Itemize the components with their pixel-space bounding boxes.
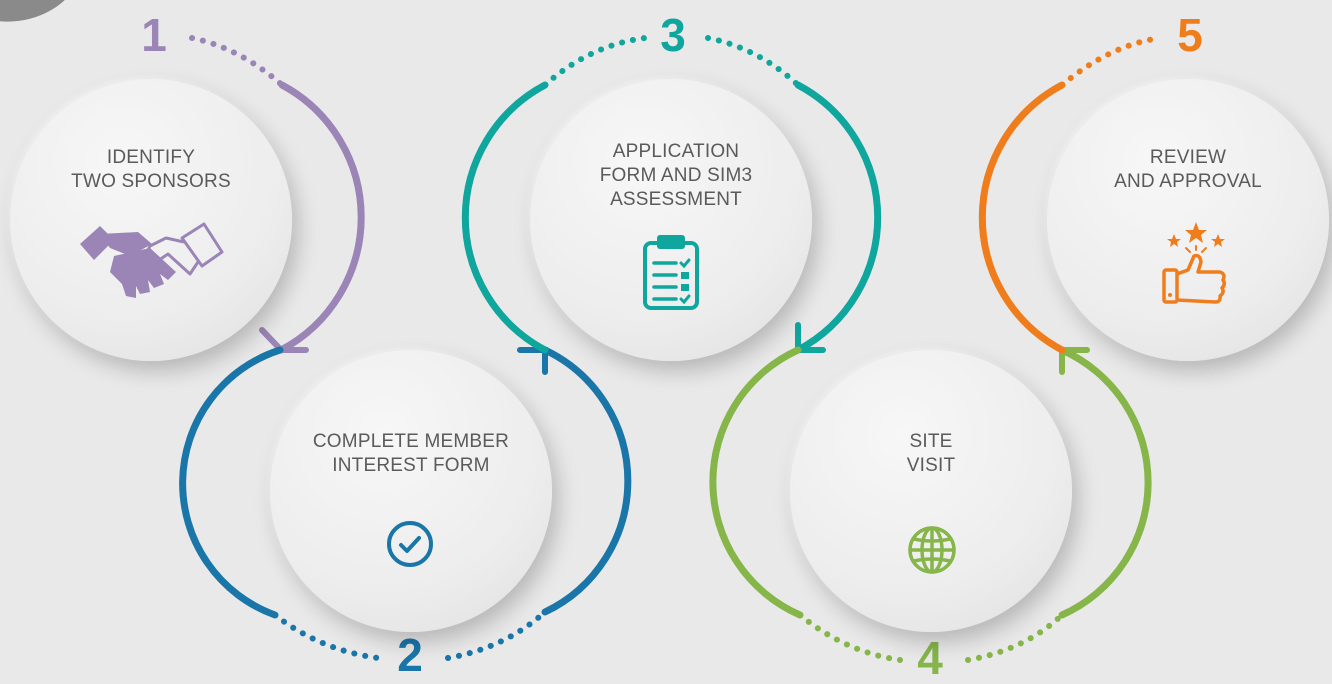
- step-1-line-2: TWO SPONSORS: [71, 171, 231, 192]
- step-circle-2: [270, 350, 552, 632]
- step-3-line-2: FORM AND SIM3: [599, 165, 753, 186]
- step-5-line-2: AND APPROVAL: [1114, 171, 1262, 192]
- arc-step-1: [277, 81, 365, 354]
- dots-step-4-left: [797, 612, 903, 663]
- dots-step-2-left: [272, 612, 381, 661]
- step-3-line-3: ASSESSMENT: [610, 189, 742, 210]
- step-number-5: 5: [1177, 9, 1203, 61]
- dots-step-3-right: [705, 35, 801, 88]
- clipboard-icon: [643, 235, 699, 310]
- thumbs-up-stars-icon: [1162, 222, 1227, 304]
- step-label-5: REVIEW AND APPROVAL: [1068, 146, 1308, 194]
- step-circle-1: [10, 79, 292, 361]
- arc-step-5: [978, 81, 1066, 354]
- step-4-line-1: SITE: [909, 431, 953, 452]
- step-2-line-1: COMPLETE MEMBER: [312, 431, 510, 452]
- arc-step-3-right: [794, 81, 882, 354]
- step-3-line-1: APPLICATION: [612, 141, 740, 162]
- dots-step-1: [189, 35, 285, 88]
- step-number-1: 1: [141, 9, 167, 61]
- step-5-line-1: REVIEW: [1149, 147, 1227, 168]
- step-label-2: COMPLETE MEMBER INTEREST FORM: [291, 430, 531, 478]
- step-circle-4: [790, 350, 1072, 632]
- step-circle-5: [1047, 79, 1329, 361]
- step-number-2: 2: [397, 629, 423, 681]
- dots-step-2-right: [445, 609, 548, 661]
- step-1-line-1: IDENTIFY: [106, 147, 196, 168]
- handshake-icon: [80, 222, 224, 298]
- arc-step-3-left: [461, 81, 549, 354]
- step-4-line-2: VISIT: [906, 455, 956, 476]
- step-number-4: 4: [917, 632, 943, 684]
- step-number-3: 3: [660, 9, 686, 61]
- globe-icon: [908, 526, 956, 574]
- step-label-1: IDENTIFY TWO SPONSORS: [31, 146, 271, 194]
- step-2-line-2: INTEREST FORM: [332, 455, 490, 476]
- arc-step-4-right: [1058, 346, 1152, 619]
- step-circle-3: [530, 79, 812, 361]
- dots-step-3-left: [542, 35, 648, 88]
- dots-step-4-right: [965, 612, 1065, 663]
- step-label-4: SITE VISIT: [811, 430, 1051, 478]
- dots-step-5: [1059, 35, 1163, 88]
- arc-step-2-left: [179, 346, 284, 619]
- check-circle-icon: [387, 521, 433, 567]
- step-label-3: APPLICATION FORM AND SIM3 ASSESSMENT: [556, 140, 796, 212]
- arc-step-4-left: [709, 346, 804, 619]
- arc-step-2-right: [541, 346, 632, 616]
- arrow-step-2: [517, 347, 548, 375]
